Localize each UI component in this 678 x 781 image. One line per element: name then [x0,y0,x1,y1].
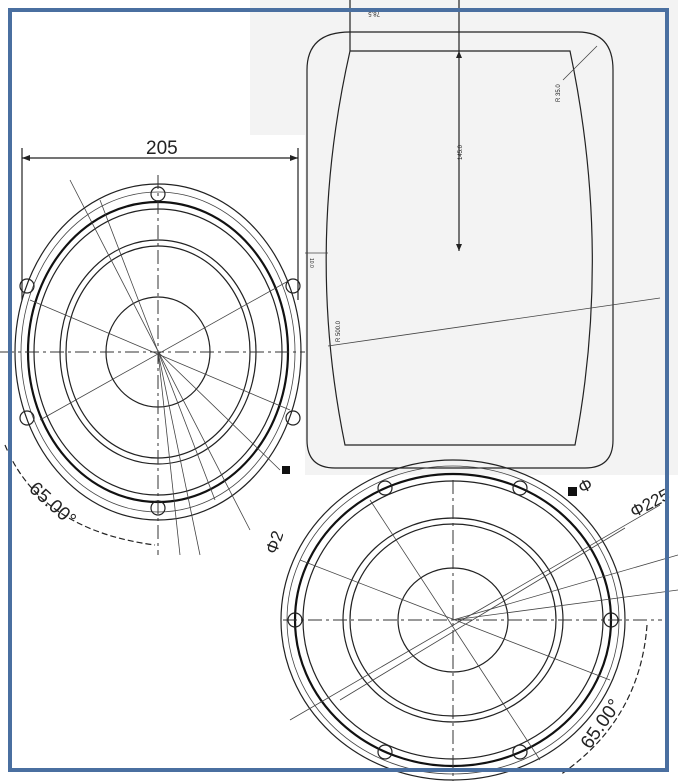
width-dimension-label: 78.5 [368,10,380,16]
corner-radius-label: R 35.0 [556,84,562,102]
side-radius-label: R 500.0 [336,320,342,342]
top-plate-drawing: 78.5 145.0 R 35.0 10.0 R 500.0 [250,0,678,475]
left-speaker-drawing: 205 65.00° Φ2 [0,135,305,556]
width-dimension-label: 205 [146,138,178,159]
inner-barrel-outline [325,50,593,446]
offset-dimension-label: 10.0 [308,258,314,268]
outer-rounded-outline [306,31,614,469]
frame-border [8,8,669,772]
height-dimension-label: 145.0 [458,144,464,160]
right-speaker-drawing: Φ Φ225 65.00° [280,459,678,781]
